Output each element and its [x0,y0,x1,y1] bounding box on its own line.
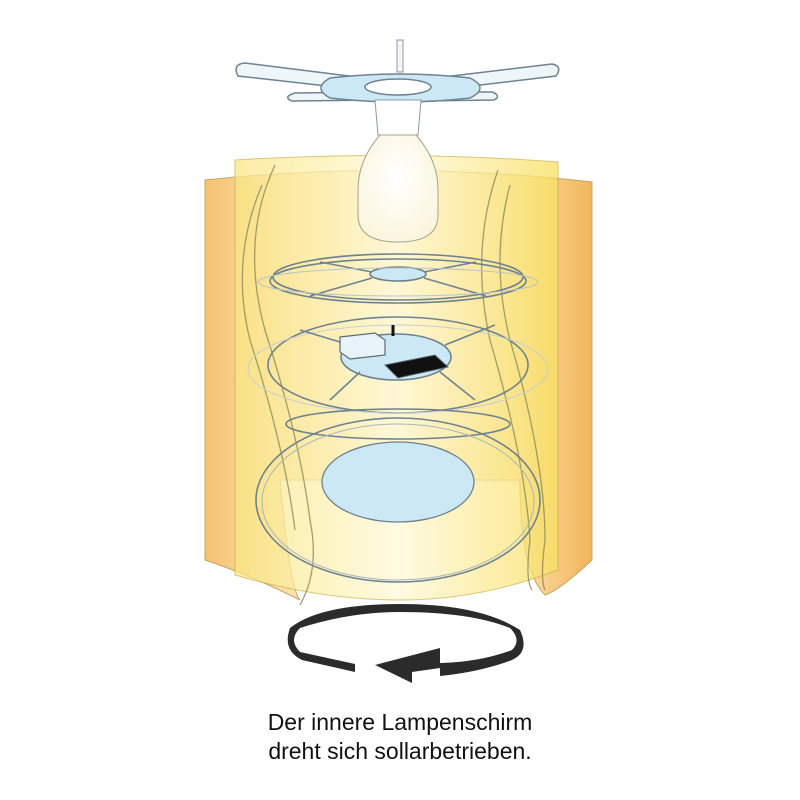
ceiling-mount-frame [235,62,560,103]
caption-line-2: dreht sich sollarbetrieben. [268,738,532,764]
bottom-ring-frame [255,408,541,583]
diffuser-disc [321,441,475,523]
solar-motor-module [339,325,395,360]
caption-line-1: Der innere Lampenschirm [267,709,533,735]
top-ring-frame [257,253,539,304]
light-bulb [357,99,439,243]
shade-seams [241,164,546,606]
solar-panel [383,354,450,379]
power-cord [396,39,404,73]
rotation-arrow-icon [287,604,524,683]
